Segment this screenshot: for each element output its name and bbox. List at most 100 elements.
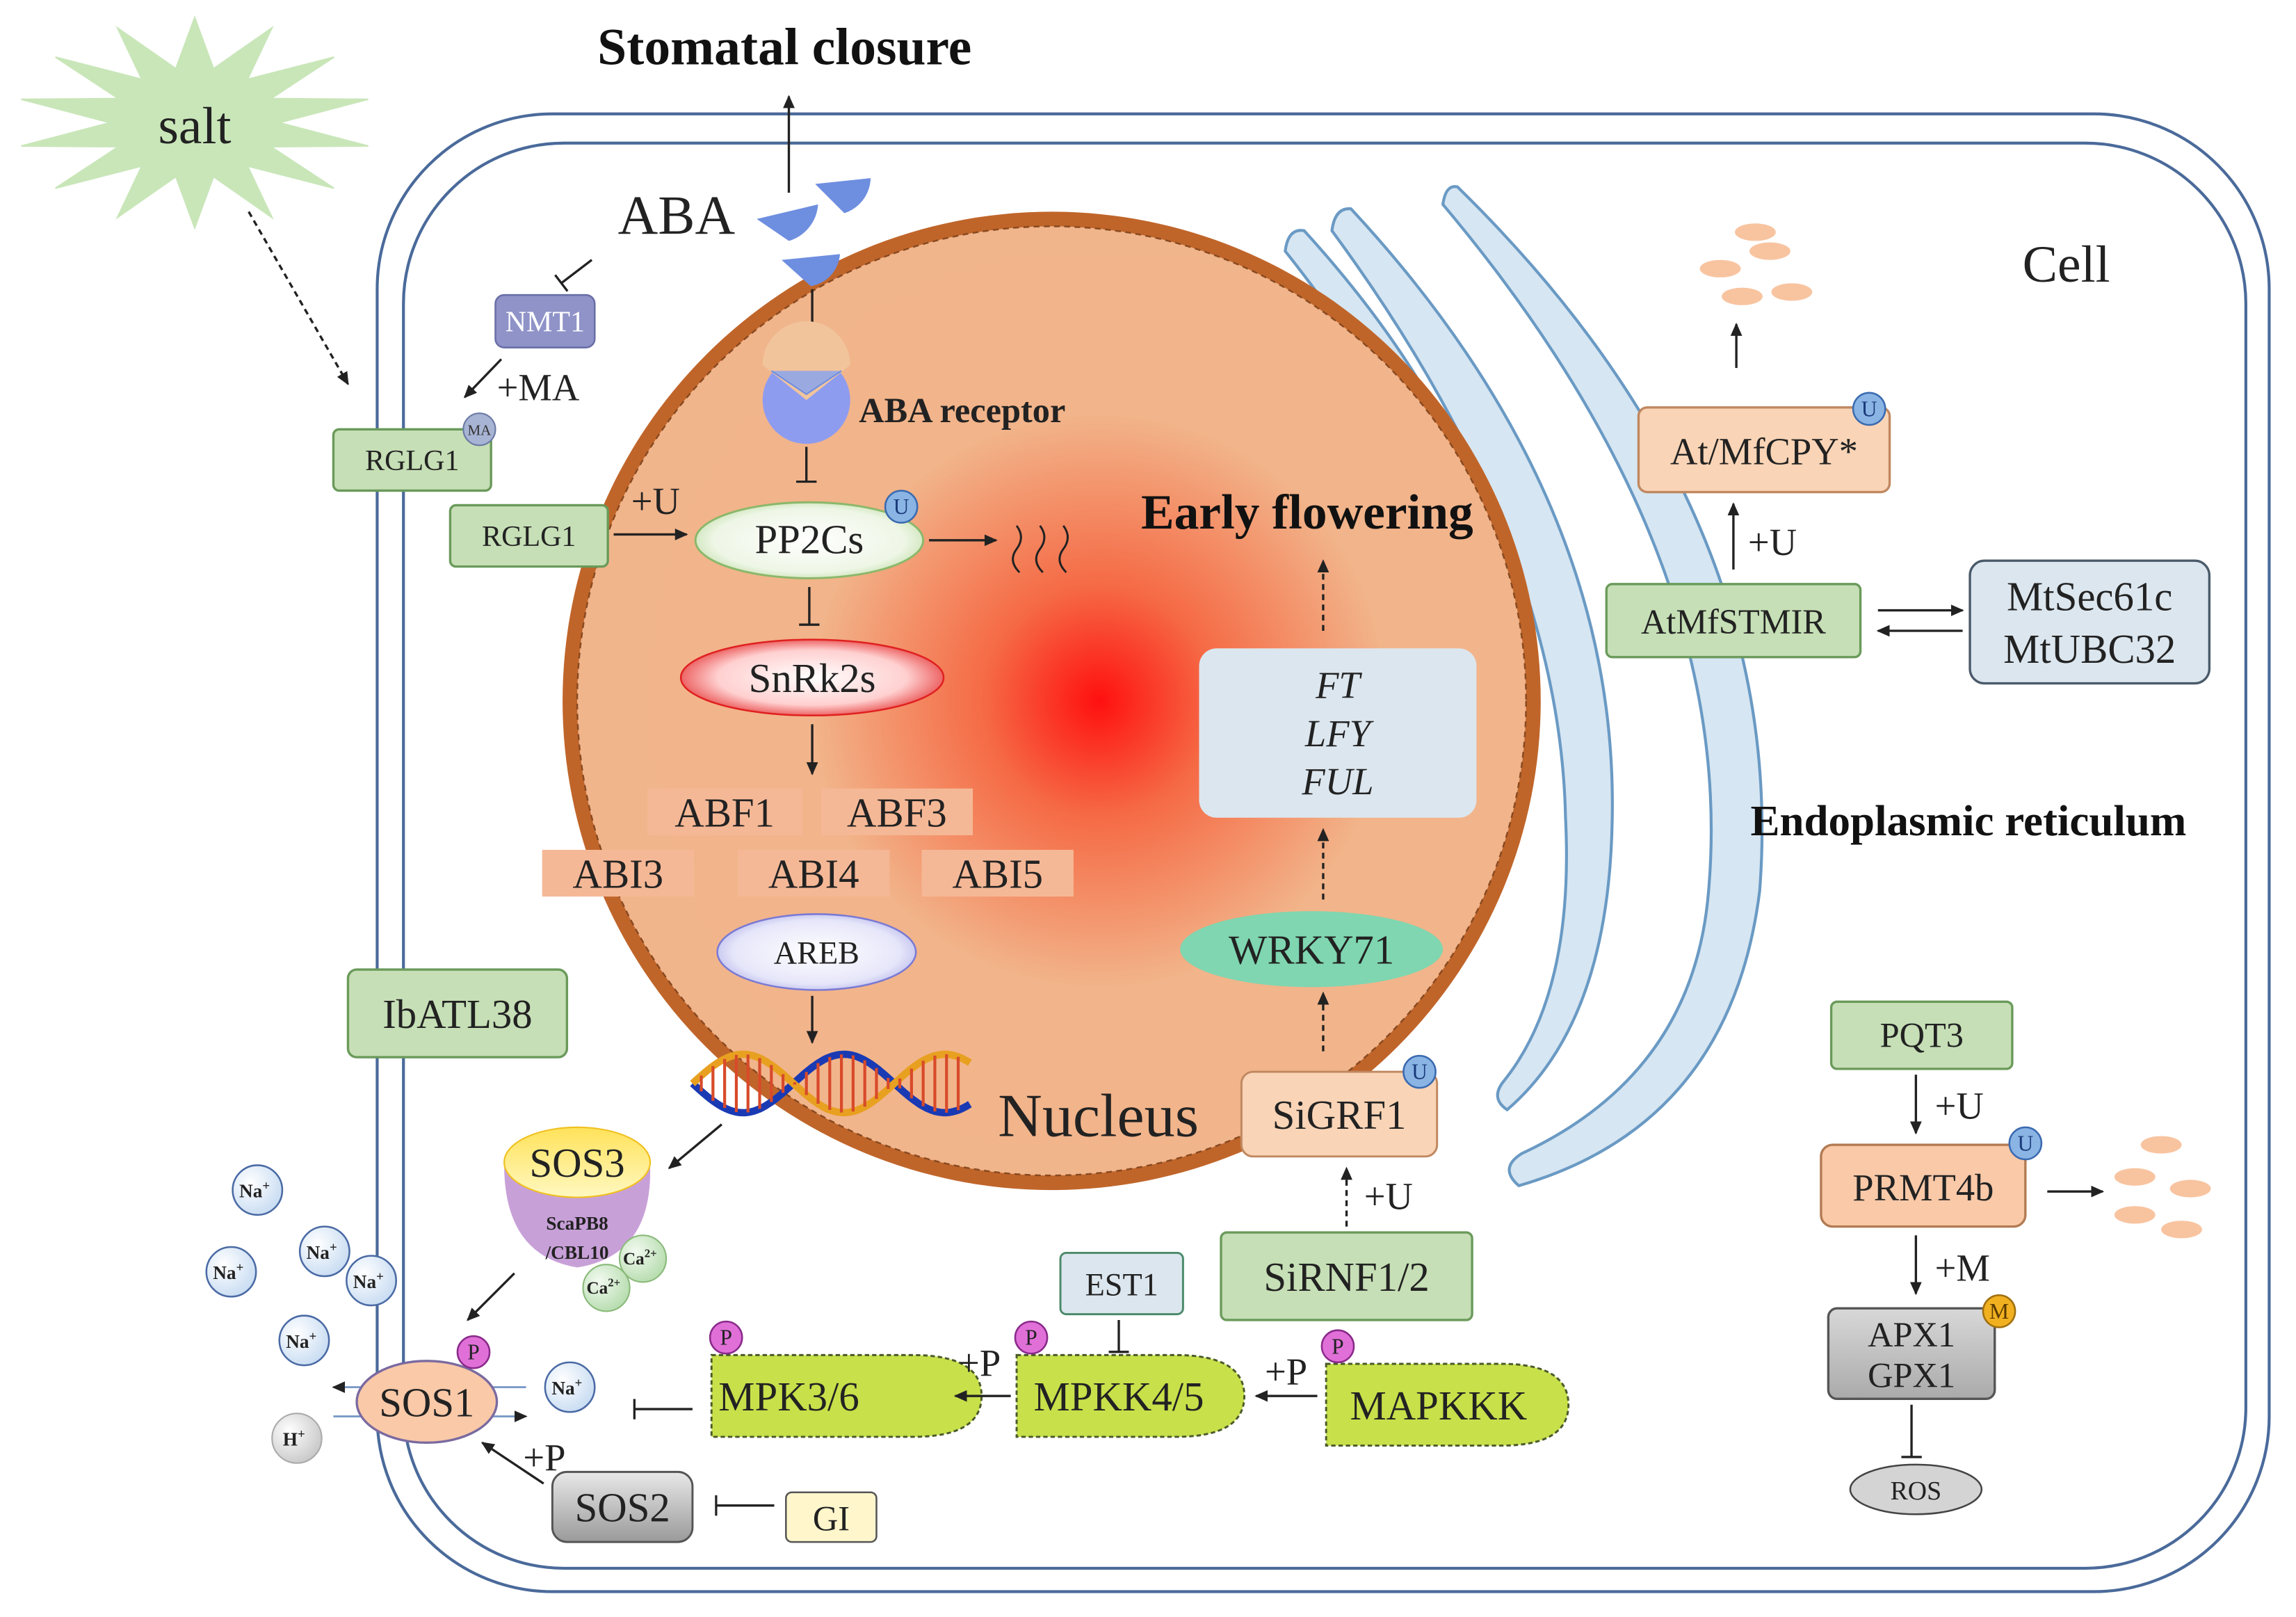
sodium-ion	[298, 1225, 350, 1278]
myristoyl-badge-label: MA	[467, 422, 491, 439]
mpkk45-shape	[1015, 1353, 1246, 1438]
sos2-box	[551, 1470, 694, 1543]
plus-p-mpkk-label: +P	[1265, 1350, 1307, 1392]
aba-receptor-label: ABA receptor	[859, 391, 1065, 430]
ubiquitin-badge-label: U	[1412, 1060, 1428, 1084]
abi3-box	[542, 849, 695, 897]
ubiquitin-badge	[884, 490, 919, 524]
sos1-ellipse	[355, 1360, 499, 1445]
aba-label: ABA	[618, 185, 736, 246]
nmt1-box	[494, 293, 596, 348]
sodium-ion-label: Na+	[307, 1240, 337, 1262]
gi-box	[785, 1491, 878, 1543]
aba-molecule-icon	[815, 178, 871, 214]
nmt1-to-rglg1-arrow	[463, 358, 503, 399]
ft-label: FT	[1315, 664, 1362, 707]
sodium-ion-label: Na+	[213, 1261, 243, 1283]
mpk36-label: MPK3/6	[718, 1374, 859, 1419]
phospho-badge	[709, 1320, 743, 1355]
cbl10-label: /CBL10	[545, 1242, 609, 1263]
plus-p-sos2-label: +P	[523, 1436, 565, 1479]
plus-ma-label: +MA	[497, 366, 580, 408]
calcium-ion-label: Ca2+	[586, 1276, 620, 1298]
sodium-ion-label: Na+	[286, 1329, 316, 1351]
plus-u-pp2cs-label: +U	[631, 480, 680, 522]
abf1-box	[647, 788, 802, 835]
ful-label: FUL	[1301, 760, 1373, 803]
mtsec61c-label: MtSec61c	[2007, 574, 2172, 620]
mpk36-shape	[710, 1353, 983, 1438]
calcium-ion	[582, 1264, 631, 1312]
scapb8-label: ScaPB8	[546, 1213, 608, 1234]
prmt4b-label: PRMT4b	[1852, 1166, 1994, 1209]
calcium-ion-label: Ca2+	[623, 1247, 657, 1269]
gi-label: GI	[813, 1499, 850, 1538]
ubiquitin-badge-label: U	[894, 494, 909, 519]
mapkkk-label: MAPKKK	[1350, 1383, 1527, 1429]
dna-helix-icon	[690, 1050, 972, 1117]
flowering-genes-box	[1199, 648, 1477, 818]
abi4-label: ABI4	[768, 852, 859, 897]
sodium-ion	[205, 1246, 257, 1298]
abf1-label: ABF1	[674, 790, 775, 835]
areb-ellipse	[716, 913, 917, 991]
methyl-badge	[1982, 1294, 2016, 1328]
sos3-to-sos1-arrow	[467, 1272, 515, 1321]
rglg1-membrane-label: RGLG1	[365, 445, 459, 477]
abf3-box	[820, 788, 973, 835]
phospho-badge-label: P	[467, 1340, 480, 1365]
sodium-ion	[346, 1255, 397, 1307]
phospho-badge	[1320, 1329, 1355, 1364]
atmfcpy-label: At/MfCPY*	[1670, 431, 1858, 473]
rglg1-box	[448, 504, 609, 568]
phospho-badge	[1014, 1320, 1049, 1355]
phospho-badge-label: P	[1025, 1326, 1037, 1350]
apx1-label: APX1	[1868, 1315, 1955, 1354]
mtubc32-label: MtUBC32	[2003, 627, 2176, 672]
sodium-ion	[544, 1361, 596, 1413]
sirnf12-label: SiRNF1/2	[1263, 1255, 1429, 1300]
ubiquitin-badge-label: U	[1861, 396, 1877, 421]
sigrf1-label: SiGRF1	[1272, 1093, 1407, 1138]
plus-m-label: +M	[1935, 1246, 1990, 1289]
aba-inhibits-nmt1	[554, 259, 593, 292]
pp2cs-ellipse	[694, 501, 925, 579]
plus-u-sigrf1-label: +U	[1364, 1175, 1413, 1217]
cell-label: Cell	[2023, 236, 2110, 293]
aba-bound-icon	[770, 370, 842, 396]
myristoyl-badge	[462, 412, 496, 447]
sos2-label: SOS2	[575, 1486, 670, 1531]
areb-label: AREB	[774, 935, 859, 971]
ros-ellipse	[1849, 1463, 1983, 1515]
early-flowering-label: Early flowering	[1141, 485, 1473, 540]
phospho-badge-label: P	[1332, 1334, 1344, 1358]
rglg1-membrane-box	[332, 428, 492, 492]
gpx1-label: GPX1	[1868, 1356, 1955, 1395]
atmfstmir-box	[1605, 583, 1862, 659]
dna-to-sos3-arrow	[668, 1123, 723, 1169]
ubiquitin-badge	[1852, 392, 1886, 426]
sos1-label: SOS1	[379, 1381, 474, 1426]
plus-u-atmfcpy-label: +U	[1748, 521, 1797, 563]
sodium-ion-label: Na+	[551, 1376, 582, 1399]
ros-label: ROS	[1891, 1477, 1942, 1506]
mapkkk-shape	[1325, 1362, 1570, 1447]
ibatl38-label: IbATL38	[382, 992, 532, 1037]
snrk2s-ellipse	[679, 638, 945, 717]
sirnf12-box	[1220, 1231, 1473, 1321]
abi5-label: ABI5	[952, 852, 1043, 897]
calcium-ion	[618, 1234, 668, 1283]
sos3-cap-shape	[503, 1126, 652, 1198]
sigrf1-box	[1240, 1070, 1439, 1158]
pp2cs-label: PP2Cs	[754, 517, 864, 563]
mpkk45-label: MPKK4/5	[1034, 1374, 1204, 1419]
degraded-particles-icon	[2114, 1136, 2211, 1239]
pqt3-box	[1829, 1000, 2014, 1070]
ubiquitin-badge	[1402, 1054, 1437, 1089]
proton-ion-label: H+	[283, 1427, 305, 1449]
plus-u-prmt4b-label: +U	[1935, 1084, 1984, 1127]
abi5-box	[921, 849, 1074, 897]
sos2-to-sos1-arrow	[480, 1441, 544, 1485]
est1-label: EST1	[1085, 1266, 1158, 1302]
